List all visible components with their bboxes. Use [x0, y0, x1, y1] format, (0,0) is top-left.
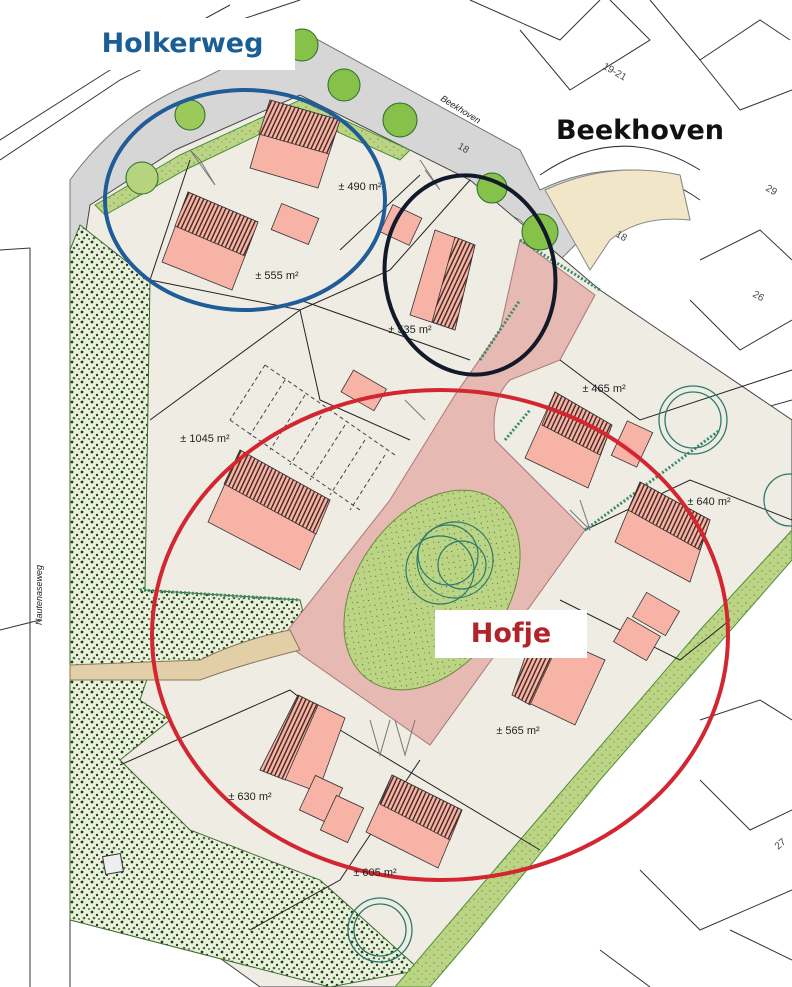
area-label: ± 565 m²	[496, 725, 540, 737]
house-number: 19-21	[601, 61, 629, 84]
area-label: ± 490 m²	[338, 181, 382, 193]
shed-4	[610, 420, 654, 468]
hedge-west	[69, 224, 422, 987]
black-circle	[382, 173, 558, 377]
tree-outline-icon	[347, 897, 413, 963]
holkerweg-circle	[103, 88, 387, 312]
tree-icon	[327, 68, 361, 102]
houses	[161, 99, 711, 869]
area-label: ± 535 m²	[388, 324, 432, 336]
area-label: ± 605 m²	[353, 867, 397, 879]
central-tree-icon	[405, 521, 494, 605]
area-labels: ± 490 m² ± 555 m² ± 535 m² ± 465 m² ± 10…	[180, 181, 731, 879]
house-number: 29	[764, 183, 780, 198]
area-label: ± 640 m²	[687, 496, 731, 508]
tree-outline-icon	[763, 473, 792, 527]
tree-icon	[125, 161, 159, 195]
area-label: ± 1045 m²	[180, 433, 230, 445]
area-label: ± 630 m²	[228, 791, 272, 803]
street-label-nautenaseweg: Nautenaseweg	[34, 565, 44, 625]
hedge-edges	[139, 238, 721, 602]
shed-8	[319, 794, 365, 844]
footpath	[69, 629, 301, 681]
holkerweg-label: Holkerweg	[70, 18, 295, 70]
house-465	[524, 391, 613, 489]
hofje-label: Hofje	[435, 610, 587, 658]
house-holker-north	[249, 99, 341, 189]
house-beekhoven	[409, 229, 476, 331]
entrance-markers	[189, 149, 591, 757]
shed-6	[612, 616, 662, 662]
house-number: 26	[751, 289, 767, 304]
house-1045	[207, 449, 331, 571]
area-label: ± 555 m²	[255, 270, 299, 282]
utility-box-icon	[101, 852, 125, 876]
house-number: 18	[456, 141, 472, 156]
area-label: ± 465 m²	[582, 383, 626, 395]
tree-outline-icon	[658, 385, 728, 455]
house-holker-south	[161, 191, 259, 291]
tree-icon	[382, 102, 418, 138]
shed-1	[270, 203, 320, 245]
house-605	[365, 774, 463, 869]
house-number: 27	[773, 836, 789, 852]
plot-boundaries	[119, 159, 792, 931]
beekhoven-label: Beekhoven	[555, 115, 725, 146]
house-number: 18	[614, 229, 630, 244]
shed-5	[631, 591, 681, 637]
hofje-circle	[150, 388, 730, 882]
paved-area	[544, 169, 691, 271]
